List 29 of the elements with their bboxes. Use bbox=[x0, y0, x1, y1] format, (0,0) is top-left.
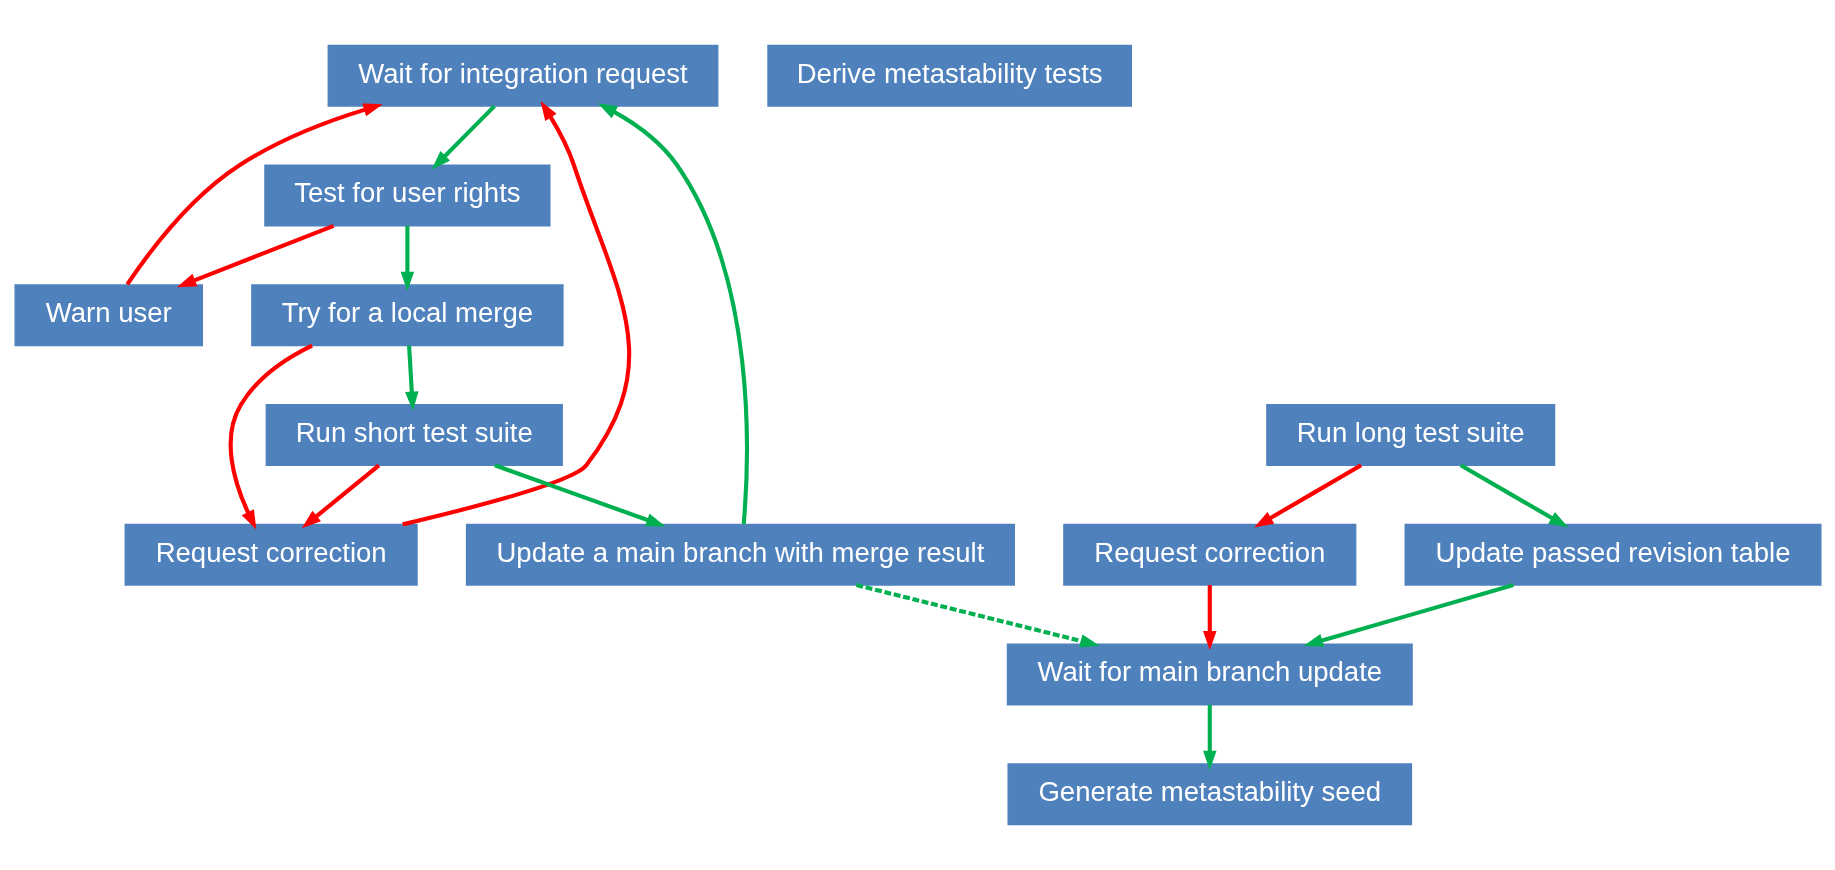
arrow bbox=[1202, 704, 1217, 771]
arrow bbox=[301, 463, 380, 529]
node-box: Run long test suite bbox=[1265, 404, 1555, 466]
node-box: Update a main branch with merge result bbox=[465, 523, 1015, 586]
arrow bbox=[228, 343, 313, 530]
arrow bbox=[1202, 585, 1217, 651]
arrow bbox=[597, 103, 749, 525]
arrow bbox=[404, 345, 419, 411]
arrow bbox=[1303, 583, 1514, 647]
arrow bbox=[125, 103, 383, 286]
arrow bbox=[493, 463, 666, 527]
arrow bbox=[1253, 463, 1362, 528]
arrow bbox=[431, 104, 496, 170]
node-box: Run short test suite bbox=[265, 404, 563, 466]
arrow bbox=[176, 223, 334, 288]
node-box: Test for user rights bbox=[263, 164, 551, 227]
node-box: Request correction bbox=[124, 523, 418, 586]
arrow bbox=[855, 583, 1100, 648]
node-box: Generate metastability seed bbox=[1006, 763, 1412, 826]
arrow bbox=[1459, 463, 1568, 528]
node-box: Wait for main branch update bbox=[1006, 643, 1413, 706]
node-box: Try for a local merge bbox=[250, 284, 564, 347]
node-box: Derive metastability tests bbox=[766, 44, 1132, 107]
arrow bbox=[401, 101, 631, 527]
node-box: Wait for integration request bbox=[327, 44, 718, 107]
node-box: Warn user bbox=[13, 284, 203, 347]
node-box: Update passed revision table bbox=[1404, 523, 1822, 586]
arrow bbox=[400, 225, 414, 292]
node-box: Request correction bbox=[1062, 523, 1356, 586]
